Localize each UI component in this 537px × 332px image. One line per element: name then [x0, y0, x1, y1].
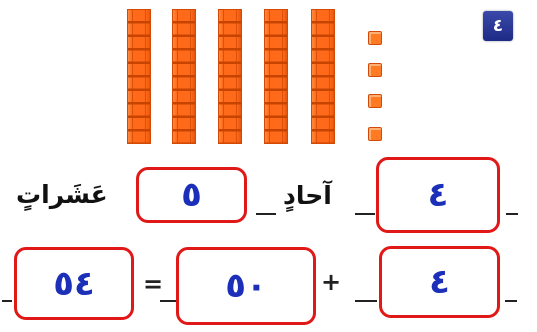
- tens-rod: [127, 9, 151, 144]
- tens-rod: [311, 9, 335, 144]
- blank-line: [160, 300, 176, 302]
- tens-addend-box[interactable]: ٥٠: [176, 247, 316, 325]
- tens-rod: [172, 9, 196, 144]
- ones-answer-box[interactable]: ٤: [376, 157, 500, 233]
- unit-cube: [368, 94, 382, 108]
- ones-addend-box[interactable]: ٤: [379, 246, 500, 318]
- blank-line: [256, 213, 276, 215]
- blank-line: [2, 300, 12, 302]
- ones-word: آحادٍ: [283, 181, 332, 210]
- equals-sign: =: [143, 270, 164, 298]
- exercise-number-badge: ٤: [483, 11, 513, 41]
- blank-line: [506, 213, 518, 215]
- unit-cube: [368, 31, 382, 45]
- plus-sign: +: [321, 268, 342, 296]
- blank-line: [355, 213, 375, 215]
- blank-line: [505, 300, 517, 302]
- blank-line: [355, 300, 377, 302]
- tens-rod: [218, 9, 242, 144]
- unit-cube: [368, 127, 382, 141]
- tens-word: عَشَراتٍ: [16, 180, 108, 209]
- unit-cube: [368, 63, 382, 77]
- total-answer-box[interactable]: ٥٤: [14, 247, 134, 320]
- tens-answer-box[interactable]: ٥: [136, 167, 247, 223]
- tens-rod: [264, 9, 288, 144]
